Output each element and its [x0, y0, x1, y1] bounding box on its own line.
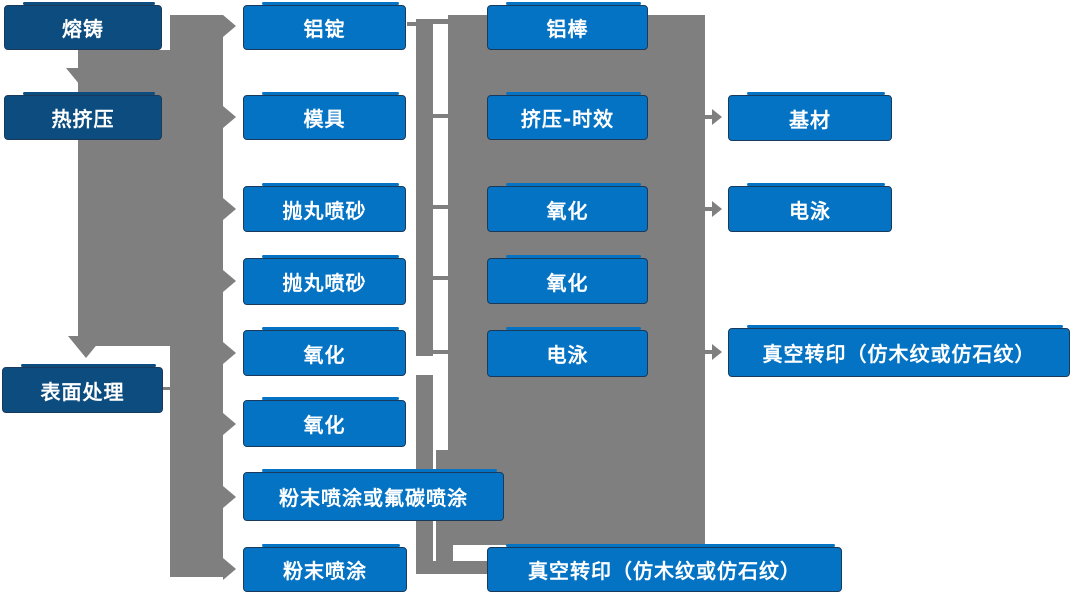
arrow-right-to-mold [223, 106, 236, 128]
node-vacuum-transfer-1: 真空转印（仿木纹或仿石纹） [487, 544, 842, 592]
node-powder-coating: 粉末喷涂 [243, 544, 407, 592]
arrow-right-to-shot-blasting-2 [223, 270, 236, 292]
arrow-right-to-vacuum-transfer [712, 344, 722, 360]
node-base-material: 基材 [728, 92, 892, 141]
node-mold: 模具 [243, 92, 406, 140]
connector-mid-stub-row5 [432, 350, 449, 354]
node-shot-blasting-1: 抛丸喷砂 [243, 183, 406, 232]
connector-mid-stub-row4 [432, 276, 449, 280]
connector-mid-bar-top-elbow [432, 19, 449, 24]
node-powder-or-fluorocarbon-coating: 粉末喷涂或氟碳喷涂 [243, 469, 504, 521]
arrow-right-to-oxidation-2 [223, 413, 236, 435]
connector-stub-to-vacuum-transfer [703, 350, 713, 354]
connector-stub-to-base-material [703, 115, 713, 119]
node-extrusion-aging: 挤压-时效 [487, 92, 648, 140]
node-aluminum-ingot: 铝锭 [243, 2, 406, 50]
arrow-right-to-base-material [712, 109, 722, 125]
arrow-right-to-powder-coating [223, 558, 236, 580]
node-surface-treatment: 表面处理 [2, 364, 163, 413]
connector-stub-to-electrophoresis [703, 207, 713, 211]
arrow-right-to-oxidation-1 [223, 342, 236, 364]
node-electrophoresis-2: 电泳 [728, 183, 892, 232]
connector-mid-bar-upper [416, 19, 433, 356]
connector-mid-stub-row2 [432, 114, 449, 118]
node-hot-extrusion: 热挤压 [4, 92, 162, 140]
connector-bottom-run-to-vacuum-transfer [416, 561, 487, 574]
connector-mid-stub-row3 [432, 205, 449, 209]
node-aluminum-rod: 铝棒 [487, 2, 648, 50]
node-shot-blasting-2: 抛丸喷砂 [243, 255, 406, 305]
node-electrophoresis-1: 电泳 [487, 327, 648, 377]
connector-ingot-tail [407, 22, 417, 26]
node-melt-casting: 熔铸 [4, 2, 162, 50]
arrow-down-to-surface-treatment [68, 336, 104, 358]
arrow-down-to-hot-extrusion [66, 68, 102, 90]
connector-surface-treatment-stub [160, 387, 178, 390]
node-oxidation-1: 氧化 [243, 327, 406, 376]
node-oxidation-4: 氧化 [487, 255, 648, 304]
node-oxidation-2: 氧化 [243, 397, 406, 447]
node-vacuum-transfer-2: 真空转印（仿木纹或仿石纹） [728, 325, 1070, 377]
arrow-right-to-electrophoresis [712, 201, 722, 217]
arrow-right-to-aluminum-ingot [223, 15, 236, 37]
node-oxidation-3: 氧化 [487, 183, 648, 232]
arrow-right-to-shot-blasting-1 [223, 198, 236, 220]
arrow-right-to-powder-fluorocarbon [223, 486, 236, 508]
